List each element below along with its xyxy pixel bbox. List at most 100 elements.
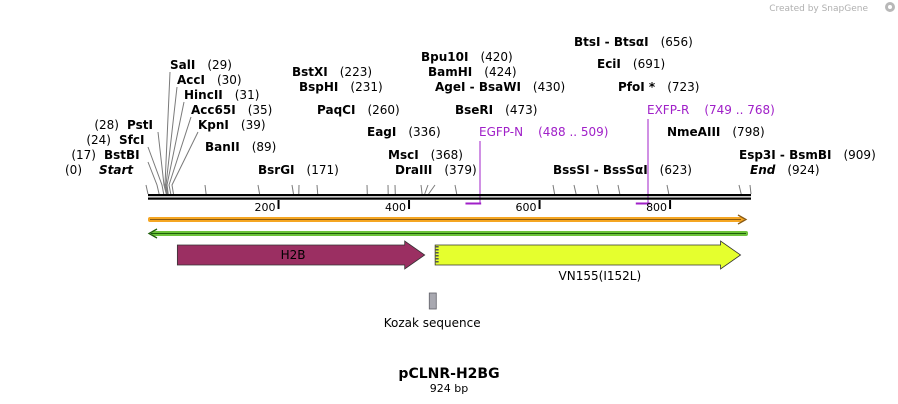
- ruler-tick-800: 800: [646, 200, 672, 214]
- ruler-tick-200: 200: [255, 200, 280, 214]
- feature-vn155-i152l[interactable]: VN155(I152L): [434, 240, 742, 283]
- site-name: BssSI - BssSαI: [553, 163, 648, 177]
- site-name: HincII: [184, 88, 223, 102]
- backbone-line-top: [148, 194, 751, 197]
- ruler-tick-label: 800: [646, 201, 667, 214]
- site-name: DraIII: [395, 163, 432, 177]
- site-position: (798): [732, 125, 764, 139]
- ruler-tick-400: 400: [385, 200, 411, 214]
- site-position: (420): [480, 50, 512, 64]
- primer-exfp-r[interactable]: EXFP-R (749 .. 768): [635, 103, 775, 205]
- ruler-tick-600: 600: [516, 200, 541, 214]
- site-position: (39): [241, 118, 266, 132]
- site-eagi[interactable]: EagI (336): [366, 125, 441, 195]
- site-position: (924): [787, 163, 819, 177]
- feature-h2b[interactable]: H2B: [176, 240, 426, 270]
- site-position: (260): [367, 103, 399, 117]
- site-name: End: [750, 163, 776, 177]
- site-hincii[interactable]: HincII (31): [166, 88, 260, 195]
- site-sali[interactable]: SalI (29): [164, 58, 232, 195]
- site-name: BstXI: [292, 65, 328, 79]
- site-position: (909): [843, 148, 875, 162]
- site-position: (656): [661, 35, 693, 49]
- site-position: (31): [235, 88, 260, 102]
- site-position: (691): [633, 57, 665, 71]
- site-acc65i[interactable]: Acc65I (35): [168, 103, 273, 195]
- site-kpni[interactable]: KpnI(39): [171, 118, 266, 195]
- site-acci[interactable]: AccI (30): [165, 73, 242, 195]
- site-bpu10i[interactable]: Bpu10I (420): [420, 50, 513, 195]
- site-position: (0): [65, 163, 82, 177]
- primer-range: (488 .. 509): [538, 125, 608, 139]
- watermark-text: Created by SnapGene: [769, 4, 868, 14]
- site-name: BspHI: [299, 80, 338, 94]
- site-name: AccI: [177, 73, 205, 87]
- site-name: PstI: [127, 118, 153, 132]
- site-name: BamHI: [428, 65, 472, 79]
- site-agei-bsawi[interactable]: AgeI - BsaWI(430): [428, 80, 566, 195]
- ruler: 200 400 600 800: [255, 200, 672, 214]
- features: H2B VN155(I152L) Kozak sequence: [176, 240, 742, 330]
- ruler-tick-label: 600: [516, 201, 537, 214]
- site-bstxi[interactable]: BstXI(223): [291, 65, 372, 195]
- site-bsphi[interactable]: BspHI(231): [298, 80, 383, 195]
- site-sfci[interactable]: SfcI(24): [86, 133, 165, 195]
- site-name: BstBI: [104, 148, 140, 162]
- site-bsrgi[interactable]: BsrGI(171): [257, 163, 339, 195]
- site-ecii[interactable]: EciI (691): [596, 57, 665, 195]
- plasmid-length: 924 bp: [430, 382, 468, 395]
- primer-range: (749 .. 768): [704, 103, 774, 117]
- site-name: PfoI *: [618, 80, 656, 94]
- site-position: (473): [505, 103, 537, 117]
- site-position: (28): [94, 118, 119, 132]
- site-name: BseRI: [455, 103, 493, 117]
- backbone-line-bottom: [148, 197, 751, 200]
- site-name: Start: [99, 163, 134, 177]
- site-esp3i-bsmbi[interactable]: Esp3I - BsmBI(909): [738, 148, 876, 195]
- site-position: (24): [86, 133, 111, 147]
- site-position: (30): [217, 73, 242, 87]
- site-position: (430): [533, 80, 565, 94]
- site-bstbi[interactable]: BstBI (17): [71, 148, 160, 195]
- site-end[interactable]: End (924): [749, 163, 820, 195]
- plasmid-name: pCLNR-H2BG: [398, 366, 499, 382]
- site-pfoi[interactable]: PfoI *(723): [617, 80, 699, 195]
- site-bsssi-bsss-i[interactable]: BssSI - BssSαI(623): [552, 163, 692, 195]
- feature-kozak-sequence[interactable]: Kozak sequence: [384, 292, 481, 330]
- site-paqci[interactable]: PaqCI (260): [316, 103, 400, 195]
- primer-egfp-n[interactable]: EGFP-N(488 .. 509): [465, 125, 609, 205]
- site-banii[interactable]: BanII(89): [204, 140, 277, 195]
- primer-name: EXFP-R: [647, 103, 689, 117]
- site-psti[interactable]: PstI (28): [94, 118, 167, 195]
- site-position: (424): [484, 65, 516, 79]
- site-name: NmeAIII: [667, 125, 720, 139]
- site-position: (336): [408, 125, 440, 139]
- forward-strand-arrow[interactable]: [148, 214, 748, 225]
- restriction-sites: Start (0) BstBI (17)SfcI(24)PstI (28) SalI (29…: [65, 35, 876, 195]
- site-name: EciI: [597, 57, 621, 71]
- site-position: (35): [248, 103, 273, 117]
- site-start[interactable]: Start (0): [65, 163, 149, 195]
- reverse-strand-arrow[interactable]: [147, 228, 748, 239]
- site-bamhi[interactable]: BamHI (424): [424, 65, 517, 195]
- site-bseri[interactable]: BseRI (473): [454, 103, 537, 195]
- site-draiii[interactable]: DraIII(379): [394, 163, 477, 195]
- feature-label: VN155(I152L): [559, 269, 642, 283]
- site-msci[interactable]: MscI(368): [387, 148, 463, 195]
- site-name: SalI: [170, 58, 195, 72]
- site-name: PaqCI: [317, 103, 355, 117]
- site-name: EagI: [367, 125, 396, 139]
- site-name: Acc65I: [191, 103, 236, 117]
- ruler-tick-label: 200: [255, 201, 276, 214]
- site-position: (29): [207, 58, 232, 72]
- site-position: (89): [252, 140, 277, 154]
- site-position: (17): [71, 148, 96, 162]
- primers: EGFP-N(488 .. 509) EXFP-R (749 .. 768): [465, 103, 775, 205]
- site-nmeaiii[interactable]: NmeAIII (798): [666, 125, 765, 195]
- site-name: Bpu10I: [421, 50, 468, 64]
- site-position: (368): [431, 148, 463, 162]
- site-position: (171): [307, 163, 339, 177]
- ruler-tick-label: 400: [385, 201, 406, 214]
- feature-label: Kozak sequence: [384, 316, 481, 330]
- site-btsi-bts-i[interactable]: BtsI - BtsαI(656): [573, 35, 693, 195]
